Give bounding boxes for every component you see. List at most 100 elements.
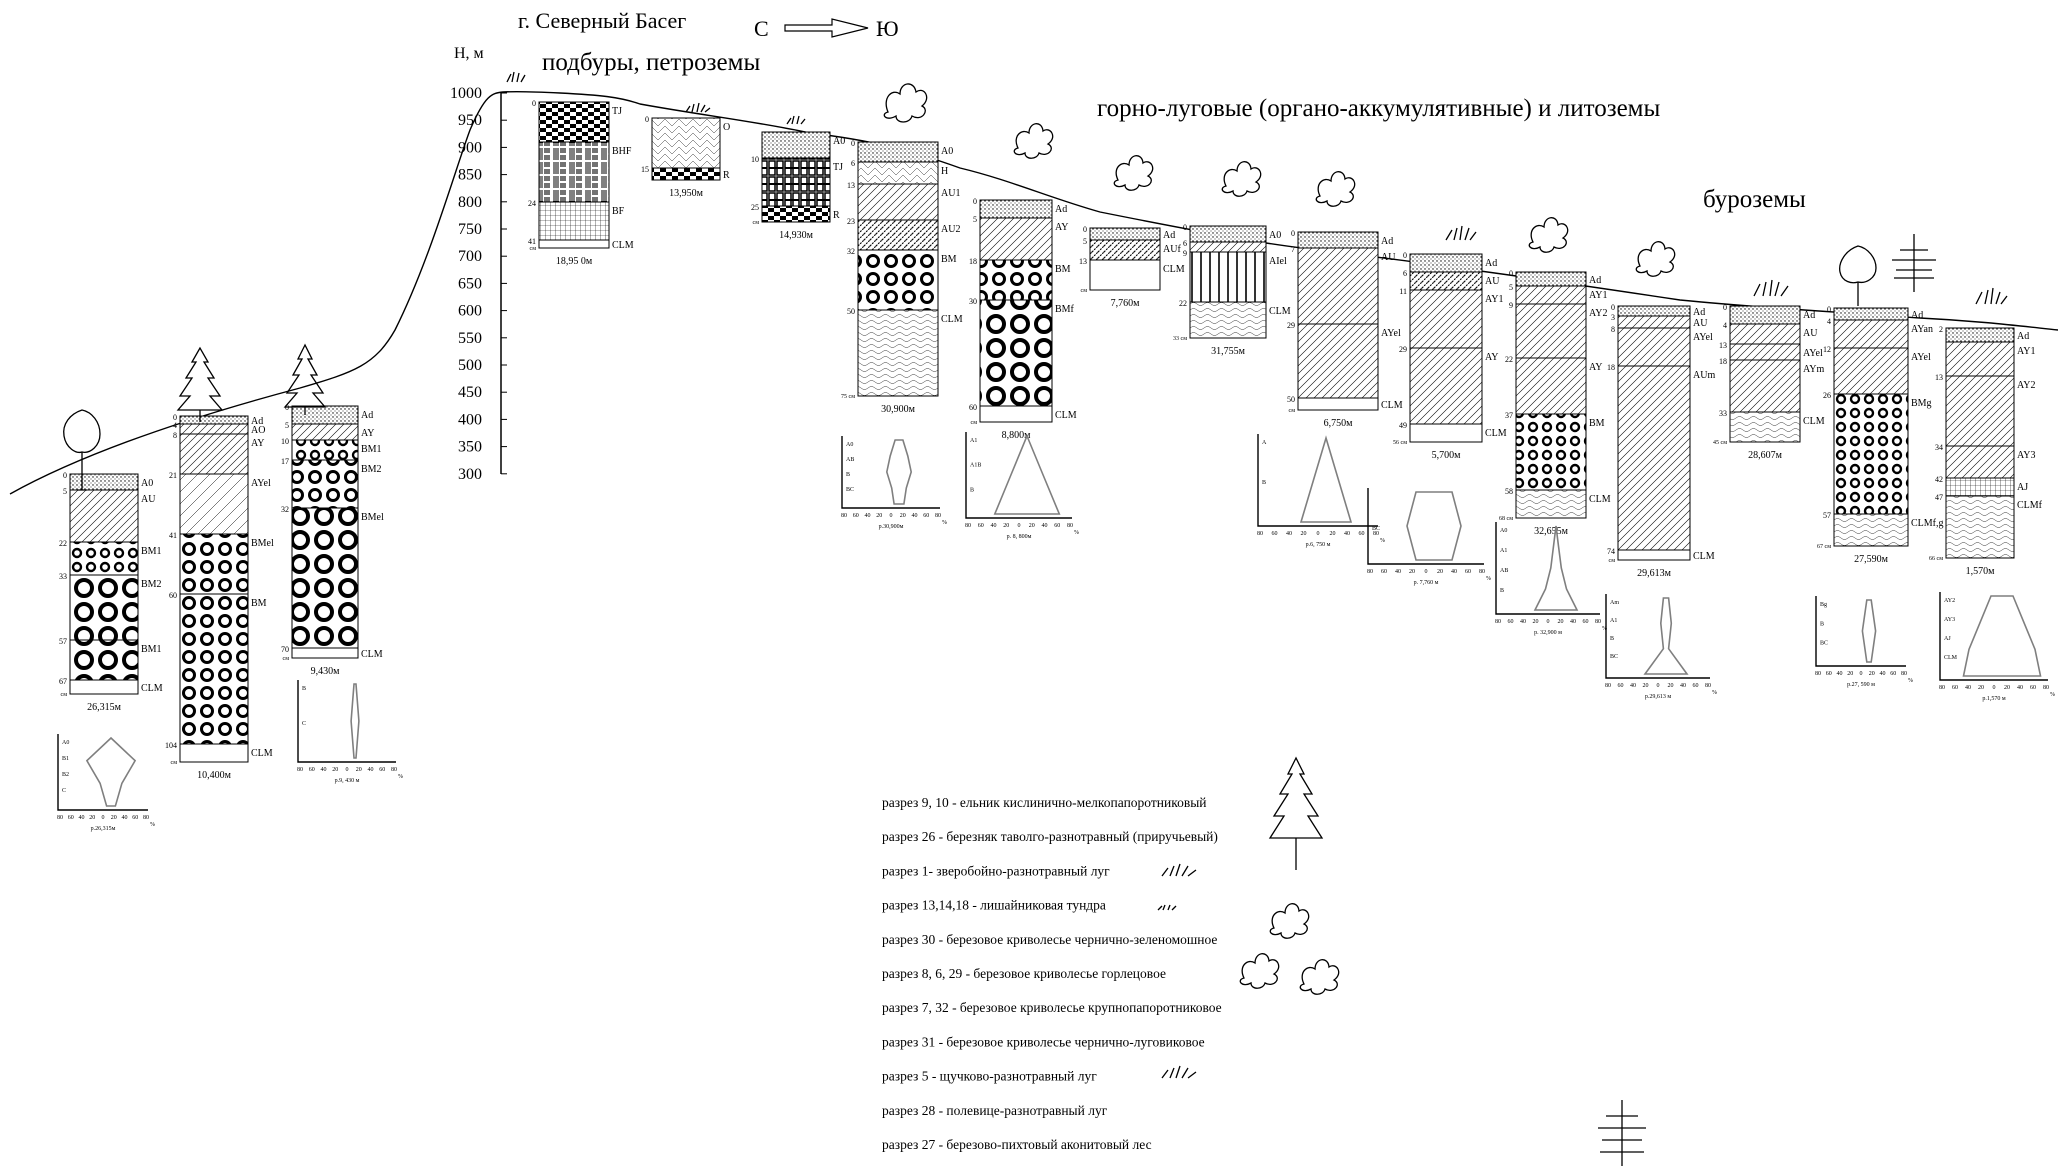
horizon-depth: 49: [1399, 421, 1407, 430]
mini-chart-tick: 0: [1018, 523, 1021, 529]
mini-chart-tick: 80: [57, 815, 63, 821]
mini-chart-tick: 20: [1437, 569, 1443, 575]
mini-chart-c6: AB80604020020406080%р.6, 750 м: [1257, 434, 1385, 548]
soil-horizon: [180, 424, 248, 434]
mini-chart-tick: 40: [122, 815, 128, 821]
mini-chart-row-label: C: [302, 721, 306, 727]
shrub-icon: [1636, 242, 1674, 277]
soil-horizon: [70, 680, 138, 694]
soil-horizon: [1090, 260, 1160, 290]
horizon-label: CLMf: [2017, 500, 2043, 511]
horizon-depth: 0: [1083, 225, 1087, 234]
horizon-depth: 11: [1399, 287, 1407, 296]
horizon-label: TJ: [612, 106, 622, 117]
mini-chart-tick: 60: [923, 513, 929, 519]
horizon-label: TJ: [833, 162, 843, 173]
horizon-label: AY2: [1589, 308, 1608, 319]
soil-horizon: [1190, 226, 1266, 242]
axis-tick-label: 750: [458, 221, 482, 238]
horizon-label: AU: [1693, 318, 1708, 329]
mini-chart-tick: 20: [1409, 569, 1415, 575]
horizon-depth: 58: [1505, 487, 1513, 496]
mini-chart-row-label: BC: [1610, 654, 1618, 660]
horizon-label: Ad: [1803, 310, 1815, 321]
soil-horizon: [1410, 254, 1482, 272]
mini-chart-c7: BC80604020020406080%р. 7,760 м: [1367, 488, 1491, 586]
mini-chart-tick: 40: [368, 767, 374, 773]
profile-p18: TJ0BHFBF24CLM41см18,95 0м: [528, 99, 634, 267]
horizon-depth: 41: [169, 531, 177, 540]
horizon-depth: 57: [59, 637, 67, 646]
horizon-depth: 12: [1823, 345, 1831, 354]
mini-chart-row-label: AY3: [1944, 617, 1955, 623]
horizon-depth: 0: [851, 139, 855, 148]
mini-chart-axes: [1258, 434, 1378, 526]
distribution-shape: [1407, 492, 1461, 560]
profile-p6: Ad0AU7AYel29CLM50см6,750м: [1287, 229, 1403, 429]
soil-horizon: [292, 424, 358, 440]
horizon-label: AY1: [1589, 290, 1608, 301]
soil-horizon: [858, 184, 938, 220]
horizon-depth: 6: [1403, 269, 1407, 278]
soil-horizon: [180, 474, 248, 534]
profile-bottom-depth: 68 см: [1499, 516, 1513, 522]
horizon-label: BMf: [1055, 304, 1075, 315]
horizon-label: AY1: [1485, 294, 1504, 305]
soil-horizon: [1516, 272, 1586, 286]
mini-chart-tick: 80: [1705, 683, 1711, 689]
soil-horizon: [1730, 324, 1800, 344]
shrub-icon: [1300, 960, 1338, 995]
mini-chart-tick: 20: [332, 767, 338, 773]
direction-to: Ю: [876, 16, 899, 41]
mini-chart-row-label: A0: [62, 740, 69, 746]
profile-bottom-depth: см: [1081, 288, 1088, 294]
zone-podbury: подбуры, петроземы: [542, 49, 760, 76]
mini-chart-c8: A1A1BB80604020020406080%р. 8, 800м: [965, 432, 1079, 540]
horizon-depth: 4: [173, 421, 177, 430]
soil-horizon: [1410, 348, 1482, 424]
soil-horizon: [180, 416, 248, 424]
mini-chart-tick: 80: [1605, 683, 1611, 689]
mini-chart-tick: 60: [978, 523, 984, 529]
horizon-label: AY: [361, 428, 375, 439]
soil-horizon: [1298, 232, 1378, 248]
horizon-depth: 0: [1403, 251, 1407, 260]
legend-item: разрез 7, 32 - березовое криволесье круп…: [882, 1000, 1222, 1015]
mini-chart-c26: A0B1B2C80604020020406080%р.26,315м: [57, 734, 155, 832]
profile-p27: Ad0AYan4AYel12BMg26CLMf,g5767 см27,590м: [1817, 305, 1943, 565]
horizon-depth: 50: [1287, 395, 1295, 404]
shrub-icon: [884, 84, 926, 122]
mini-chart-tick: 20: [1029, 523, 1035, 529]
horizon-label: CLM: [1589, 494, 1611, 505]
horizon-label: Ad: [1381, 236, 1393, 247]
mini-chart-tick: 40: [1520, 619, 1526, 625]
soil-horizon: [858, 310, 938, 396]
profile-caption: 27,590м: [1854, 554, 1889, 565]
horizon-label: CLM: [1693, 551, 1715, 562]
mini-chart-caption: р. 7,760 м: [1414, 580, 1439, 586]
soil-horizon: [858, 142, 938, 162]
horizon-depth: 2: [1939, 325, 1943, 334]
soil-horizon: [1618, 306, 1690, 316]
horizon-label: CLM: [361, 649, 383, 660]
soil-horizon: [1834, 394, 1908, 514]
soil-horizon: [1410, 424, 1482, 442]
mini-chart-c27: BgBBC80604020020406080%р.27, 590 м: [1815, 596, 1913, 688]
profile-p8: Ad0AY5BM18BMf30CLM60см8,800м: [969, 197, 1077, 441]
horizon-label: CLM: [1803, 416, 1825, 427]
horizon-depth: 60: [169, 591, 177, 600]
profile-bottom-depth: см: [1609, 558, 1616, 564]
axis-tick-label: 500: [458, 357, 482, 374]
horizon-depth: 6: [1183, 239, 1187, 248]
horizon-label: CLM: [1269, 306, 1291, 317]
horizon-depth: 4: [1723, 321, 1727, 330]
profile-caption: 6,750м: [1324, 418, 1354, 429]
mini-chart-tick: 80: [1257, 531, 1263, 537]
mini-chart-unit: %: [2050, 692, 2055, 698]
soil-horizon: [1410, 290, 1482, 348]
soil-horizon: [1190, 242, 1266, 252]
horizon-depth: 42: [1935, 475, 1943, 484]
legend: разрез 9, 10 - ельник кислинично-мелкопа…: [882, 795, 1222, 1152]
